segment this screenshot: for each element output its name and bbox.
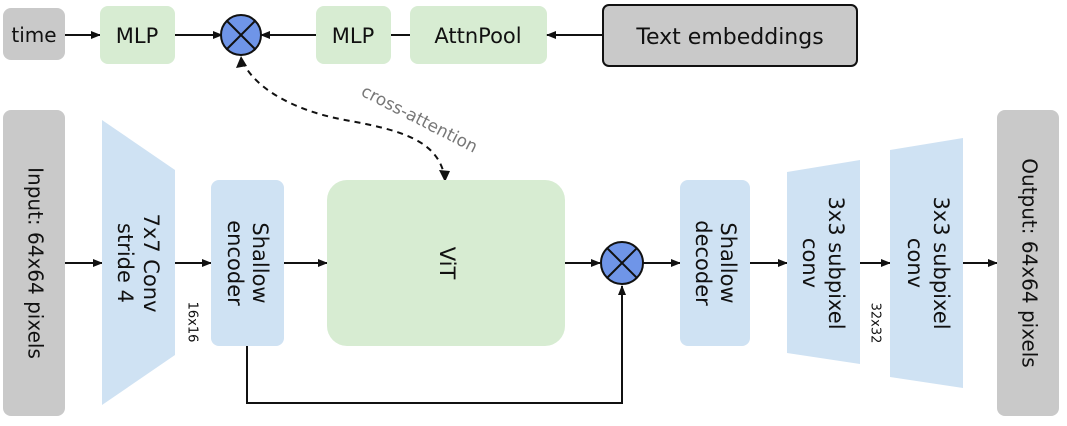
size-32-label: 32x32	[868, 303, 883, 344]
conv-label-line1: 7x7 Conv	[139, 213, 163, 312]
subpixel2-line1: 3x3 subpixel	[929, 196, 953, 329]
vit-label: ViT	[435, 247, 459, 280]
time-box	[3, 8, 65, 60]
shallow-encoder-line2: encoder	[223, 220, 247, 306]
shallow-decoder-line1: Shallow	[716, 222, 740, 303]
output-box	[997, 110, 1059, 416]
input-box	[3, 110, 65, 416]
skip-connection	[246, 285, 626, 404]
mlp-left-box	[100, 6, 175, 64]
shallow-encoder-line1: Shallow	[248, 222, 272, 303]
vit-box	[327, 180, 565, 346]
subpixel2-line2: conv	[903, 238, 927, 288]
shallow-decoder-box	[680, 180, 750, 346]
multiply-circle-icon	[600, 241, 644, 285]
size-16-label: 16x16	[185, 302, 200, 343]
conv-label-line2: stride 4	[113, 223, 137, 303]
time-label: time	[11, 23, 56, 47]
cross-attention-arrowhead-bottom	[439, 170, 450, 182]
subpixel-conv-block-1	[787, 160, 860, 364]
subpixel-conv-block-2	[890, 138, 963, 388]
attnpool-box	[410, 6, 547, 64]
text-embeddings-label: Text embeddings	[635, 25, 823, 50]
cross-attention-arrow	[240, 56, 446, 181]
multiply-circle-icon	[220, 14, 262, 56]
cross-attention-arrowhead-top	[236, 56, 247, 68]
input-label: Input: 64x64 pixels	[24, 167, 48, 359]
output-label: Output: 64x64 pixels	[1018, 158, 1042, 367]
cross-attention-label: cross-attention	[358, 82, 481, 158]
text-embeddings-box	[602, 4, 858, 67]
shallow-encoder-box	[211, 180, 284, 346]
shallow-decoder-line2: decoder	[691, 220, 715, 306]
conv-block	[102, 120, 175, 405]
mlp-right-label: MLP	[332, 24, 374, 48]
attnpool-label: AttnPool	[434, 24, 521, 48]
mlp-left-label: MLP	[116, 24, 158, 48]
subpixel1-line1: 3x3 subpixel	[824, 196, 848, 329]
subpixel1-line2: conv	[798, 238, 822, 288]
mlp-right-box	[316, 6, 391, 64]
